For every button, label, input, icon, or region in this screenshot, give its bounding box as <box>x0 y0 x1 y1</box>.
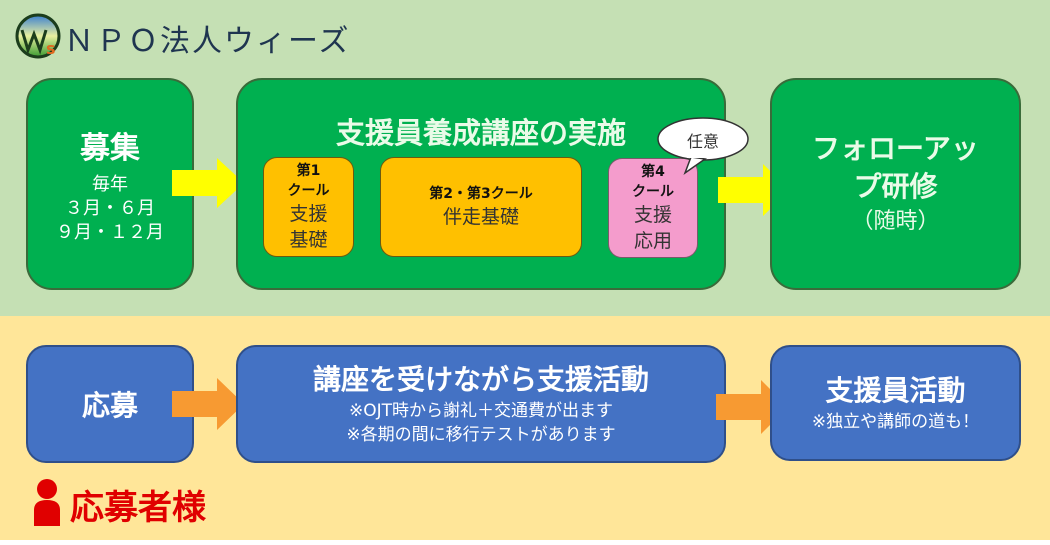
svg-text:s: s <box>46 39 56 58</box>
supporter-box: 支援員活動 ※独立や講師の道も！ <box>770 345 1021 461</box>
arrow-right-icon <box>172 158 244 208</box>
activity-note2: ※各期の間に移行テストがあります <box>346 425 616 445</box>
activity-box: 講座を受けながら支援活動 ※OJT時から謝礼＋交通費が出ます ※各期の間に移行テ… <box>236 345 726 463</box>
person-icon <box>34 479 60 526</box>
cool4-desc: 支援 <box>633 204 672 226</box>
cool4-desc2: 応用 <box>633 230 672 252</box>
cool4-label: 第4 <box>641 164 665 180</box>
activity-note1: ※OJT時から謝礼＋交通費が出ます <box>348 401 614 421</box>
recruit-line2: ３月・６月 <box>65 198 155 219</box>
cool1-desc: 支援 <box>289 203 328 225</box>
recruit-line1: 毎年 <box>92 174 128 195</box>
cool1-desc2: 基礎 <box>289 229 328 251</box>
apply-box: 応募 <box>26 345 194 463</box>
cool4-box: 第4 クール 支援 応用 <box>608 158 698 258</box>
recruit-title: 募集 <box>80 131 140 166</box>
cool1-label: 第1 <box>296 163 321 179</box>
bubble-text: 任意 <box>686 132 719 151</box>
followup-title2: プ研修 <box>853 170 938 203</box>
logo-icon: s <box>14 12 62 60</box>
org-name: ＮＰＯ法人ウィーズ <box>64 24 351 59</box>
followup-title: フォローアッ <box>812 132 979 165</box>
supporter-title: 支援員活動 <box>825 374 966 407</box>
recruit-box: 募集 毎年 ３月・６月 ９月・１２月 <box>26 78 194 290</box>
course-title: 支援員養成講座の実施 <box>335 116 626 150</box>
cool23-label: 第2・第3クール <box>429 186 533 202</box>
cool23-desc: 伴走基礎 <box>442 206 519 228</box>
supporter-note: ※独立や講師の道も！ <box>811 412 980 432</box>
cool1-label2: クール <box>287 183 330 199</box>
speech-bubble-icon <box>657 117 749 176</box>
applicant-label: 応募者様 <box>70 488 206 528</box>
cool23-box: 第2・第3クール 伴走基礎 <box>380 157 582 257</box>
followup-box: フォローアッ プ研修 （随時） <box>770 78 1021 290</box>
followup-note: （随時） <box>851 209 940 234</box>
recruit-line3: ９月・１２月 <box>56 222 164 243</box>
activity-title: 講座を受けながら支援活動 <box>312 363 649 396</box>
apply-title: 応募 <box>81 389 138 422</box>
cool4-label2: クール <box>632 184 674 200</box>
cool1-box: 第1 クール 支援 基礎 <box>263 157 354 257</box>
arrow-right-icon <box>172 378 244 430</box>
